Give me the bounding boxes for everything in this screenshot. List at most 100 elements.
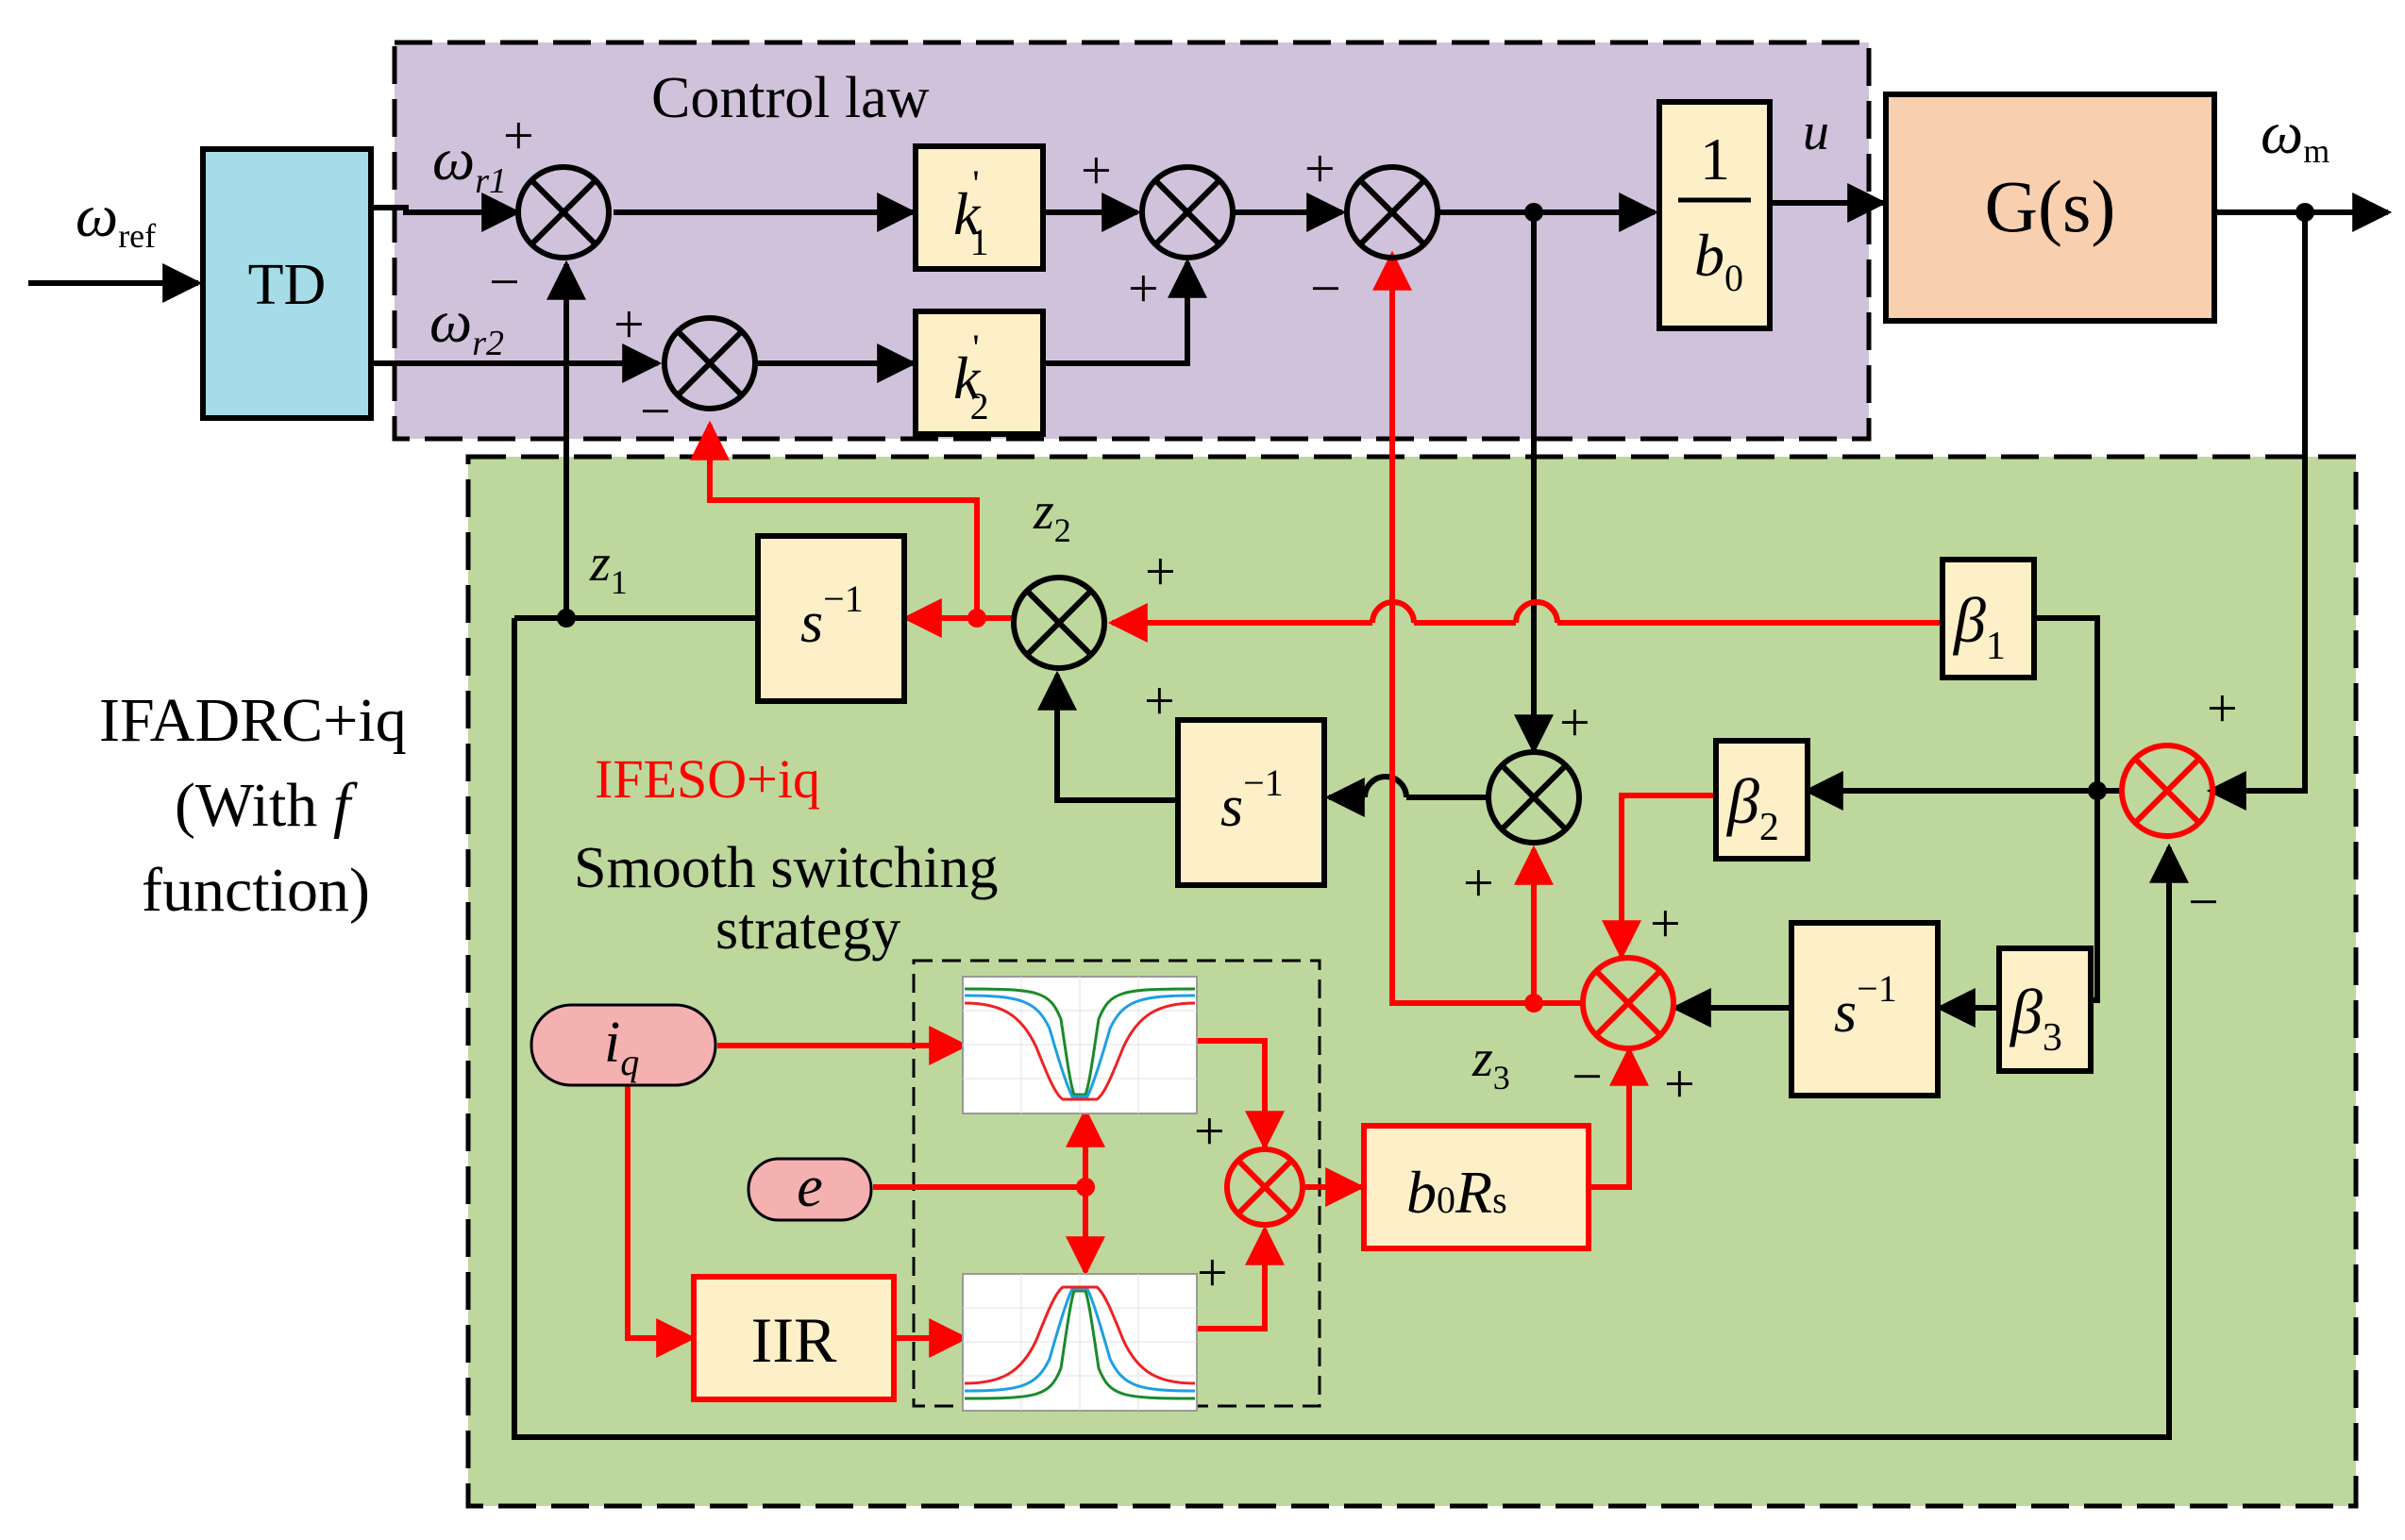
z3-sub: 3 xyxy=(1493,1059,1510,1096)
sign-plus: + xyxy=(1081,140,1112,201)
integrator-1-label: s−1 xyxy=(800,578,864,655)
z1-base: z xyxy=(589,534,611,593)
w-m-label: ωm xyxy=(2261,99,2329,170)
b0rs-r-sub: s xyxy=(1492,1179,1507,1221)
sum-junction-switching xyxy=(1224,1147,1305,1228)
sign-plus: + xyxy=(2207,678,2238,739)
outer-label-1: IFADRC+iq xyxy=(99,686,407,755)
strategy-label-1: Smooth switching xyxy=(574,836,999,900)
beta3-base: β xyxy=(2009,976,2043,1047)
k1-sub: 1 xyxy=(970,221,989,263)
w-ref-label: ωref xyxy=(76,182,156,255)
iir-block: IIR xyxy=(691,1274,897,1402)
sum-junction-1 xyxy=(515,164,612,260)
control-law-label: Control law xyxy=(651,66,930,130)
w-r1-label: ωr1 xyxy=(432,126,507,201)
iq-label: iq xyxy=(604,1011,639,1083)
e-input: e xyxy=(747,1155,873,1222)
sign-plus: + xyxy=(1144,670,1175,731)
outer-label-2-prefix: (With xyxy=(175,771,333,840)
outer-label-2-f: f xyxy=(333,771,358,840)
beta3-sub: 3 xyxy=(2043,1016,2062,1060)
b0rs-label: b0Rs xyxy=(1406,1159,1507,1226)
td-label: TD xyxy=(248,253,327,317)
sign-minus: − xyxy=(1310,258,1341,319)
sign-minus: − xyxy=(1572,1046,1603,1107)
integrator-1-sup: −1 xyxy=(823,578,864,620)
sign-plus: + xyxy=(1128,258,1159,319)
integrator-3-block: s−1 xyxy=(1789,920,1941,1098)
k2-prime: ' xyxy=(972,326,979,369)
switch-curve-notch xyxy=(962,976,1198,1114)
k1-label: k'1 xyxy=(953,162,989,263)
inverse-b0-den-sub: 0 xyxy=(1724,257,1743,299)
z1-label: z1 xyxy=(589,534,628,601)
outer-label-2: (With f xyxy=(175,771,358,840)
sign-plus: + xyxy=(1559,692,1590,753)
sign-plus: + xyxy=(1197,1242,1228,1303)
switch-curve-peak xyxy=(962,1273,1198,1412)
sign-plus: + xyxy=(1194,1100,1225,1162)
b0rs-block: b0Rs xyxy=(1361,1123,1591,1251)
inverse-b0-block: 1 b0 xyxy=(1657,99,1773,331)
inverse-b0-den-base: b xyxy=(1694,222,1724,289)
z3-label: z3 xyxy=(1472,1029,1510,1096)
sum-junction-z3 xyxy=(1580,955,1676,1051)
control-law-region xyxy=(395,42,1869,439)
sign-minus: − xyxy=(489,251,520,312)
sign-plus: + xyxy=(1463,852,1494,913)
beta1-base: β xyxy=(1952,584,1986,656)
z3-base: z xyxy=(1472,1029,1493,1088)
k2-label: k'2 xyxy=(953,326,989,427)
beta1-block: β1 xyxy=(1940,557,2037,680)
sum-junction-error xyxy=(2119,743,2215,839)
e-label: e xyxy=(797,1155,823,1219)
z2-base: z xyxy=(1033,482,1054,541)
w-r2-label: ωr2 xyxy=(429,288,504,363)
z2-label: z2 xyxy=(1033,482,1071,549)
td-block: TD xyxy=(200,146,374,421)
integrator-2-sup: −1 xyxy=(1243,762,1284,804)
sum-junction-2 xyxy=(662,315,758,411)
strategy-label-2: strategy xyxy=(715,897,900,962)
sign-marks: + − + − + + + − + + + + + − + + − + + xyxy=(489,105,2238,1303)
plant-block: G(s) xyxy=(1883,92,2217,324)
w-ref-base: ω xyxy=(76,182,118,249)
k1-block: k'1 xyxy=(913,143,1046,272)
observer-label: IFESO+iq xyxy=(595,748,820,810)
sum-junction-3 xyxy=(1139,164,1236,260)
integrator-1-block: s−1 xyxy=(755,533,907,704)
sign-minus: − xyxy=(640,380,671,442)
sign-plus: + xyxy=(1664,1053,1695,1114)
sign-minus: − xyxy=(2188,871,2219,932)
integrator-3-base: s xyxy=(1834,980,1857,1045)
inverse-b0-denominator: b0 xyxy=(1694,222,1743,299)
w-ref-sub: ref xyxy=(118,217,156,255)
k2-block: k'2 xyxy=(913,309,1046,437)
b0rs-b-sub: 0 xyxy=(1437,1179,1455,1221)
junction-dots xyxy=(557,203,2314,1197)
integrator-2-base: s xyxy=(1220,775,1243,839)
integrator-2-label: s−1 xyxy=(1220,762,1284,839)
sign-plus: + xyxy=(1304,138,1336,199)
w-r2-sub: r2 xyxy=(472,324,504,363)
iq-sub: q xyxy=(620,1041,639,1083)
k1-prime: ' xyxy=(972,162,979,205)
sign-plus: + xyxy=(1145,541,1176,602)
plant-label: G(s) xyxy=(1985,165,2116,247)
control-law-region-border xyxy=(392,40,1872,442)
sum-junction-observer xyxy=(1486,749,1582,845)
inverse-b0-numerator: 1 xyxy=(1700,126,1730,192)
integrator-1-base: s xyxy=(800,591,823,655)
sign-plus: + xyxy=(1650,893,1681,954)
beta1-label: β1 xyxy=(1952,584,2006,668)
sign-plus: + xyxy=(614,293,645,355)
iq-base: i xyxy=(604,1011,620,1075)
beta2-sub: 2 xyxy=(1759,806,1779,849)
iir-label: IIR xyxy=(751,1304,837,1376)
integrator-2-block: s−1 xyxy=(1175,717,1327,888)
w-m-sub: m xyxy=(2303,132,2329,170)
red-wires xyxy=(625,250,1940,1358)
